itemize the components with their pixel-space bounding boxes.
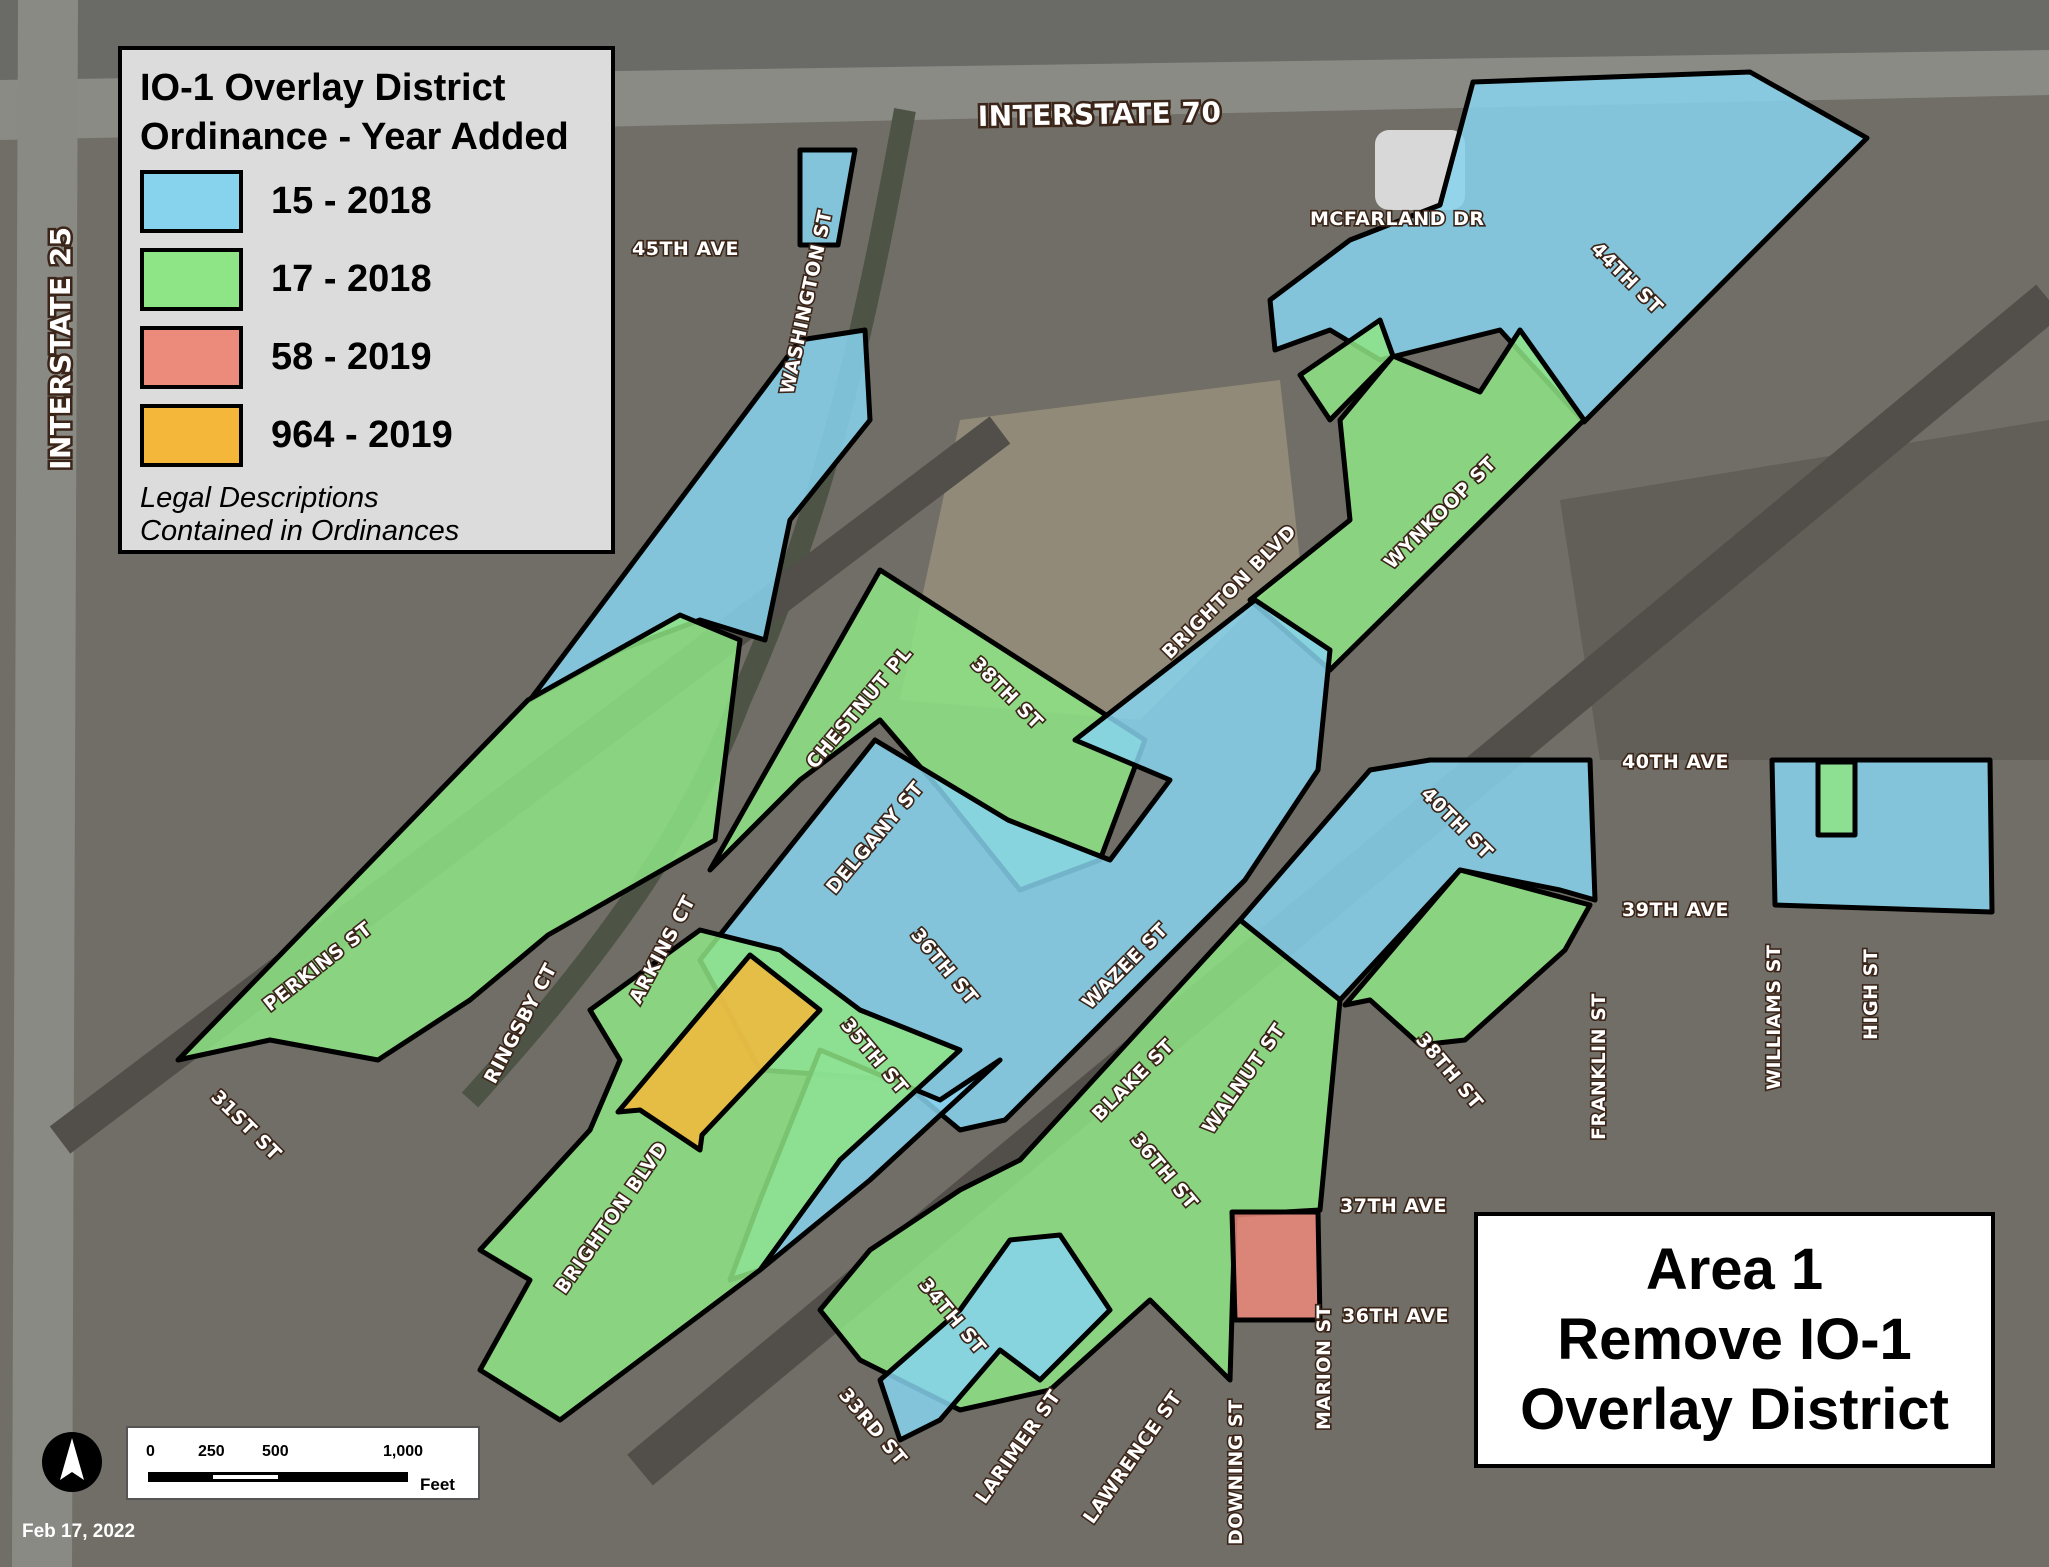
legend-item-ordinance-17: 17 - 2018: [140, 240, 593, 318]
map-date: Feb 17, 2022: [22, 1521, 136, 1542]
legend-item-ordinance-15: 15 - 2018: [140, 162, 593, 240]
scale-tick-250: 250: [198, 1443, 225, 1460]
scale-tick-500: 500: [262, 1443, 289, 1460]
district-964-2019[interactable]: [615, 952, 823, 1153]
label-mcfarland-dr: MCFARLAND DR: [1310, 208, 1485, 230]
scale-segment-black-2: [278, 1472, 408, 1482]
overlay-districts: [175, 69, 1995, 1443]
scale-tick-1000: 1,000: [383, 1443, 423, 1460]
scale-bar-graphic: 0 250 500 1,000 Feet: [146, 1443, 455, 1494]
legend-swatch-blue: [140, 169, 243, 233]
north-arrow: [42, 1432, 102, 1492]
legend-label: 58 - 2019: [271, 335, 432, 378]
legend-item-ordinance-964: 964 - 2019: [140, 396, 593, 474]
legend-note-line2: Contained in Ordinances: [140, 515, 460, 547]
label-marion-st: MARION ST: [1313, 1305, 1335, 1430]
legend-swatch-green: [140, 247, 243, 311]
scale-unit: Feet: [420, 1475, 455, 1494]
rail-yard-area: [1560, 420, 2049, 760]
legend-label: 964 - 2019: [271, 413, 453, 456]
river: [461, 108, 916, 1108]
legend-title-line2: Ordinance - Year Added: [140, 116, 569, 158]
interstate-25-road: [12, 0, 78, 1567]
label-interstate-25: INTERSTATE 25: [44, 226, 77, 470]
district-58-2019[interactable]: [1229, 1209, 1323, 1323]
label-williams-st: WILLIAMS ST: [1763, 945, 1785, 1090]
label-high-st: HIGH ST: [1860, 949, 1882, 1040]
label-39th-ave: 39TH AVE: [1622, 899, 1729, 921]
legend-label: 15 - 2018: [271, 179, 432, 222]
legend-swatch-orange: [140, 403, 243, 467]
map-title-box: Area 1 Remove IO-1 Overlay District: [1474, 1212, 1995, 1468]
district-15-2018-washington-north[interactable]: [797, 147, 858, 248]
label-interstate-70: INTERSTATE 70: [978, 96, 1222, 133]
legend-note-line1: Legal Descriptions: [140, 482, 379, 514]
district-17-2018-wynkoop[interactable]: [1247, 327, 1587, 673]
parking-lot-area: [900, 380, 1300, 720]
scale-bar: 0 250 500 1,000 Feet: [126, 1426, 480, 1500]
legend-swatch-red: [140, 325, 243, 389]
map-title-line2: Remove IO-1: [1557, 1307, 1912, 1372]
label-37th-ave: 37TH AVE: [1340, 1195, 1447, 1217]
label-downing-st: DOWNING ST: [1225, 1399, 1247, 1545]
district-17-2018-east[interactable]: [1342, 867, 1593, 1048]
north-arrow-icon: [60, 1438, 84, 1480]
district-15-2018-east-north[interactable]: [1237, 757, 1598, 1003]
legend-label: 17 - 2018: [271, 257, 432, 300]
label-36th-ave: 36TH AVE: [1342, 1305, 1449, 1327]
district-15-2018-high-st[interactable]: [1769, 757, 1995, 915]
label-45th-ave: 45TH AVE: [632, 238, 739, 260]
district-17-2018-brighton-south[interactable]: [477, 927, 963, 1423]
map-title-line1: Area 1: [1645, 1237, 1824, 1302]
district-17-2018-high-st[interactable]: [1815, 759, 1858, 838]
label-40th-ave: 40TH AVE: [1622, 751, 1729, 773]
legend-title-line1: IO-1 Overlay District: [140, 67, 506, 109]
district-17-2018-perkins[interactable]: [175, 612, 743, 1063]
map-title-line3: Overlay District: [1520, 1377, 1949, 1442]
legend: IO-1 Overlay District Ordinance - Year A…: [118, 46, 615, 554]
label-franklin-st: FRANKLIN ST: [1588, 993, 1610, 1140]
legend-item-ordinance-58: 58 - 2019: [140, 318, 593, 396]
scale-segment-white: [213, 1475, 278, 1479]
scale-tick-0: 0: [146, 1443, 155, 1460]
district-15-2018-larimer[interactable]: [877, 1232, 1113, 1443]
